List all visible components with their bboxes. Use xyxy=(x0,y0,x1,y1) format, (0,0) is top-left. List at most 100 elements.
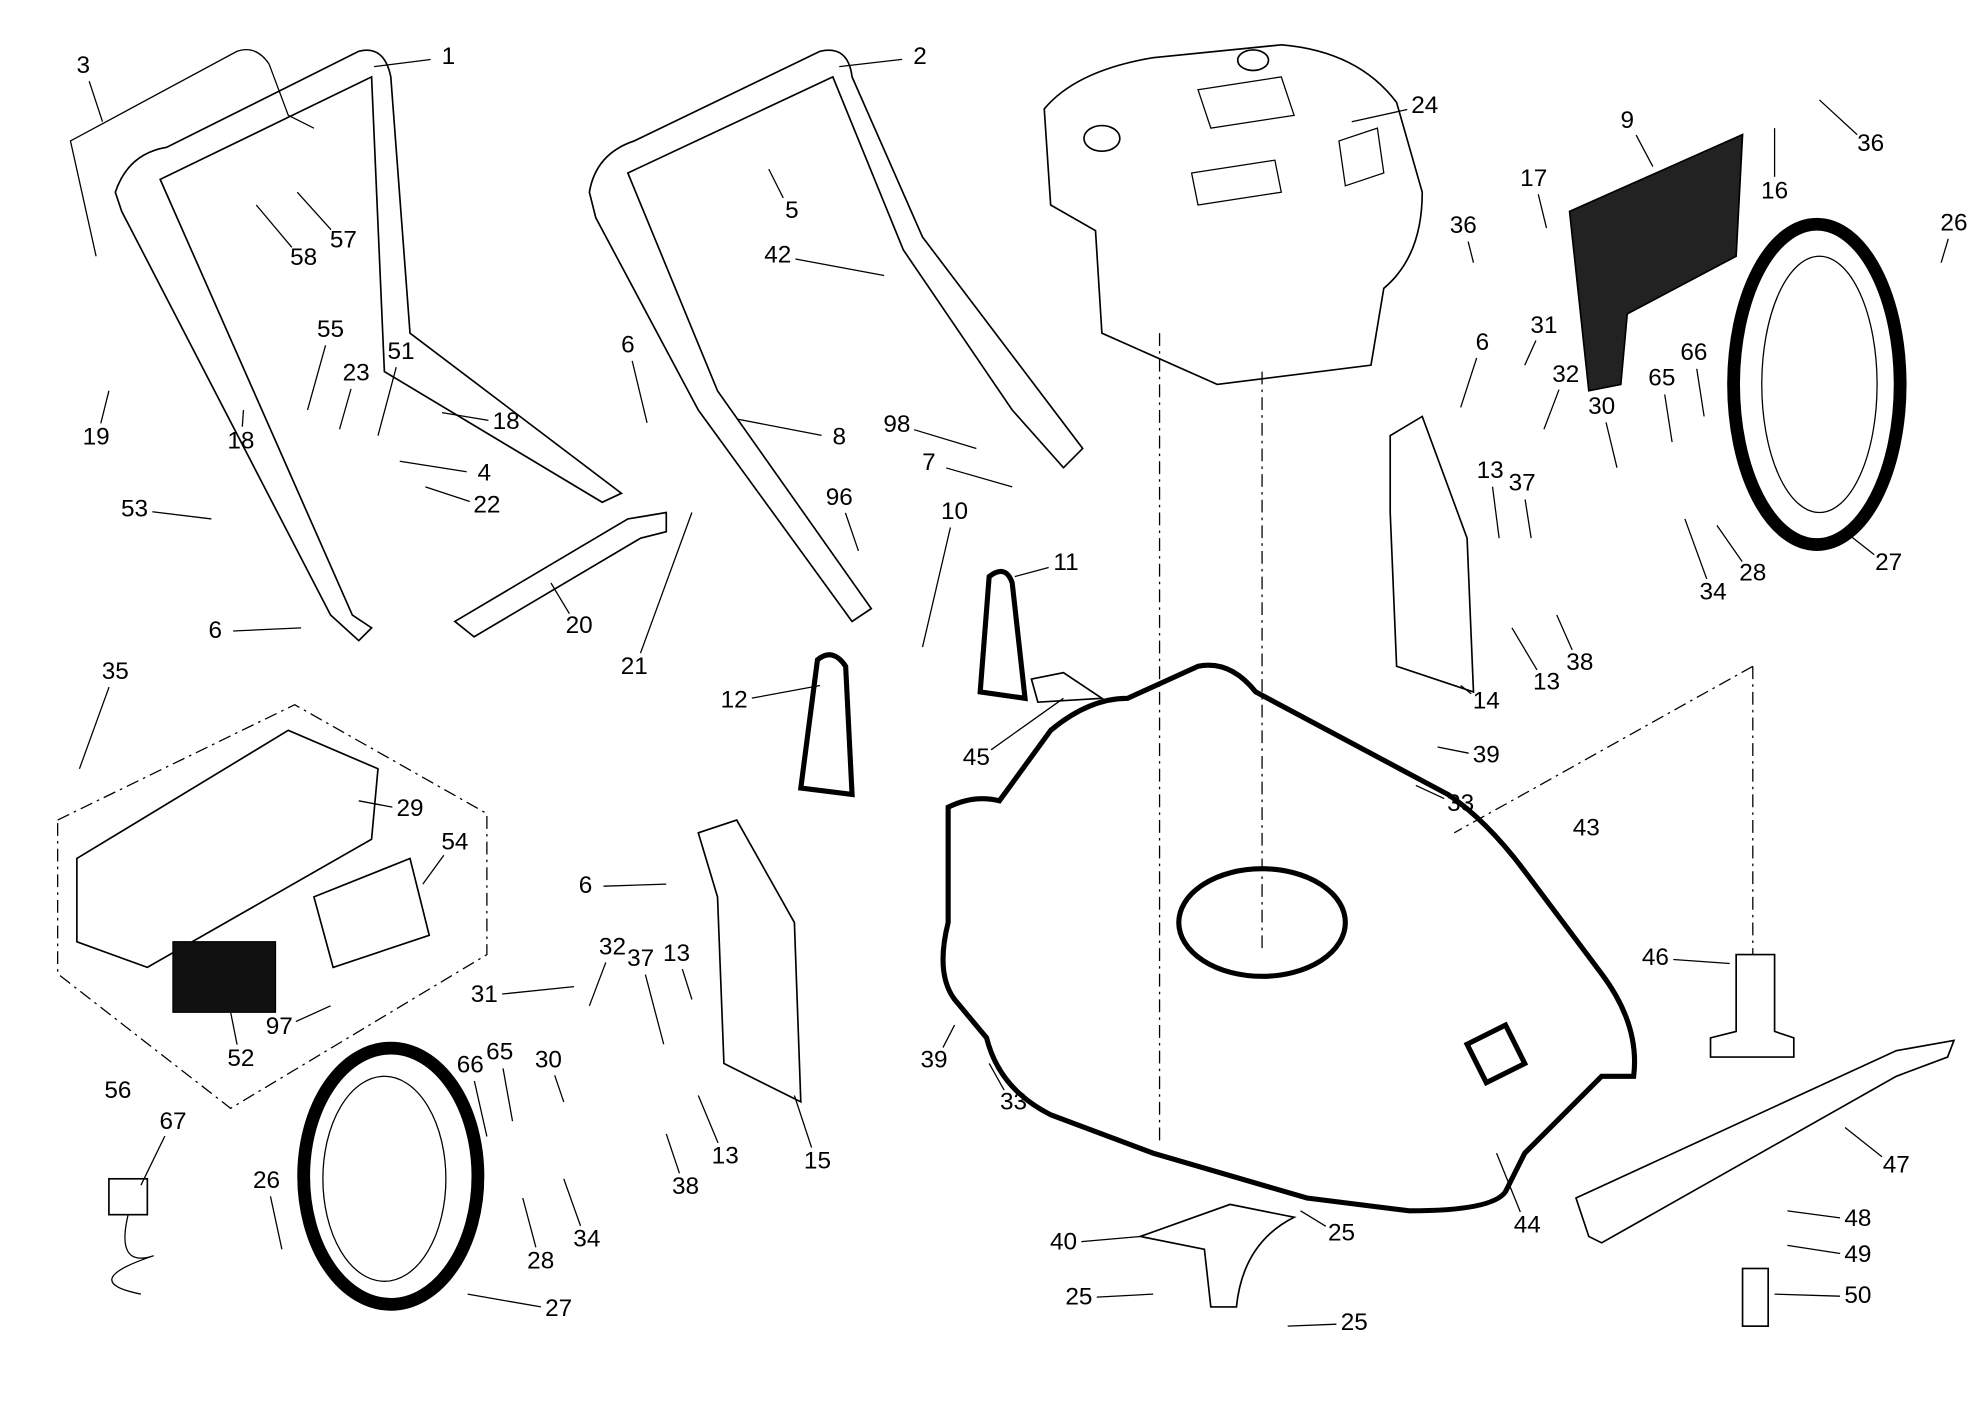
leader-line xyxy=(644,974,665,1045)
part-callout-8: 8 xyxy=(736,418,846,451)
leader-line xyxy=(946,467,1013,488)
part-number-label: 33 xyxy=(1000,1089,1027,1116)
part-callout-39: 39 xyxy=(921,1024,956,1073)
leader-line xyxy=(588,962,607,1007)
part-number-label: 56 xyxy=(104,1077,131,1104)
part-number-label: 35 xyxy=(102,658,129,685)
part-callout-40: 40 xyxy=(1050,1228,1141,1255)
leader-line xyxy=(736,418,822,437)
part-number-label: 14 xyxy=(1473,688,1500,715)
part-number-label: 46 xyxy=(1642,944,1669,971)
part-callout-11: 11 xyxy=(1014,549,1079,578)
leader-line xyxy=(502,1068,514,1122)
rear-wheel-part-27 xyxy=(1727,217,1907,551)
leader-line xyxy=(1844,531,1875,556)
leader-line xyxy=(1081,1235,1141,1243)
leader-line xyxy=(255,204,293,248)
leader-line xyxy=(1543,389,1560,430)
part-callout-20: 20 xyxy=(550,582,593,639)
leader-line xyxy=(1300,1210,1327,1227)
part-number-label: 13 xyxy=(663,940,690,967)
part-callout-57: 57 xyxy=(296,191,357,253)
part-callout-47: 47 xyxy=(1844,1127,1910,1178)
control-bar-part-3 xyxy=(69,49,315,257)
part-number-label: 30 xyxy=(535,1046,562,1073)
part-callout-53: 53 xyxy=(121,495,212,522)
part-number-label: 32 xyxy=(1552,361,1579,388)
part-number-label: 23 xyxy=(343,360,370,387)
part-number-label: 48 xyxy=(1844,1205,1871,1232)
part-number-label: 98 xyxy=(883,411,910,438)
leader-line xyxy=(422,854,445,885)
leader-line xyxy=(631,360,648,423)
part-number-label: 44 xyxy=(1514,1212,1541,1239)
leader-line xyxy=(768,168,784,199)
part-number-label: 13 xyxy=(1533,668,1560,695)
leader-line xyxy=(639,512,693,654)
part-callout-9: 9 xyxy=(1620,107,1654,167)
leader-line xyxy=(1787,1210,1841,1219)
leader-line xyxy=(1460,357,1478,408)
leader-line xyxy=(839,58,903,68)
part-number-label: 31 xyxy=(471,981,498,1008)
part-number-label: 36 xyxy=(1857,130,1884,157)
part-callout-45: 45 xyxy=(963,697,1064,771)
height-plate-part-11 xyxy=(977,568,1028,702)
part-number-label: 40 xyxy=(1050,1228,1077,1255)
leader-line xyxy=(1716,524,1743,563)
part-callout-23: 23 xyxy=(338,360,370,430)
part-number-label: 6 xyxy=(621,331,635,358)
part-callout-17: 17 xyxy=(1520,165,1548,229)
part-callout-30: 30 xyxy=(535,1046,565,1103)
part-number-label: 16 xyxy=(1761,178,1788,205)
part-number-label: 19 xyxy=(83,424,110,451)
part-number-label: 2 xyxy=(913,43,927,70)
leader-line xyxy=(1415,784,1445,800)
part-callout-26: 26 xyxy=(1940,210,1967,263)
leader-line xyxy=(1537,194,1548,229)
part-callout-25: 25 xyxy=(1287,1309,1368,1336)
leader-line xyxy=(1524,499,1532,539)
part-callout-15: 15 xyxy=(793,1095,831,1175)
part-callout-98: 98 xyxy=(883,411,977,450)
part-callout-39: 39 xyxy=(1437,741,1500,768)
part-number-label: 30 xyxy=(1588,393,1615,420)
leader-line xyxy=(233,627,302,632)
leader-line xyxy=(522,1197,537,1248)
part-number-label: 51 xyxy=(388,338,415,365)
part-number-label: 7 xyxy=(922,449,936,476)
part-number-label: 20 xyxy=(566,612,593,639)
part-callout-6: 6 xyxy=(579,872,667,899)
part-callout-35: 35 xyxy=(78,658,129,770)
leader-line xyxy=(78,686,110,770)
leader-line xyxy=(1014,566,1049,578)
leader-line xyxy=(793,1095,813,1148)
part-callout-42: 42 xyxy=(764,242,885,277)
part-callout-19: 19 xyxy=(83,390,110,451)
part-callout-28: 28 xyxy=(522,1197,554,1275)
leader-line xyxy=(1511,627,1538,671)
part-number-label: 21 xyxy=(621,653,648,680)
upper-handle-part-1 xyxy=(114,49,624,642)
part-number-label: 96 xyxy=(826,484,853,511)
part-number-label: 50 xyxy=(1844,1282,1871,1309)
leader-line xyxy=(681,968,693,1000)
leader-line xyxy=(1774,1293,1840,1297)
part-callout-44: 44 xyxy=(1495,1152,1541,1239)
part-callout-36: 36 xyxy=(1450,212,1477,263)
part-number-label: 37 xyxy=(1509,470,1536,497)
part-callout-29: 29 xyxy=(358,795,424,822)
leader-line xyxy=(338,388,352,430)
part-number-label: 66 xyxy=(457,1051,484,1078)
leader-line xyxy=(1351,108,1408,123)
part-callout-21: 21 xyxy=(621,512,693,680)
part-number-label: 3 xyxy=(77,52,91,79)
part-callout-96: 96 xyxy=(826,484,860,552)
part-number-label: 22 xyxy=(473,492,500,519)
battery-cover-part-29 xyxy=(76,729,379,969)
part-number-label: 97 xyxy=(266,1013,293,1040)
part-number-label: 18 xyxy=(227,427,254,454)
part-number-label: 26 xyxy=(253,1167,280,1194)
leader-line xyxy=(795,258,885,277)
part-callout-58: 58 xyxy=(255,204,317,271)
